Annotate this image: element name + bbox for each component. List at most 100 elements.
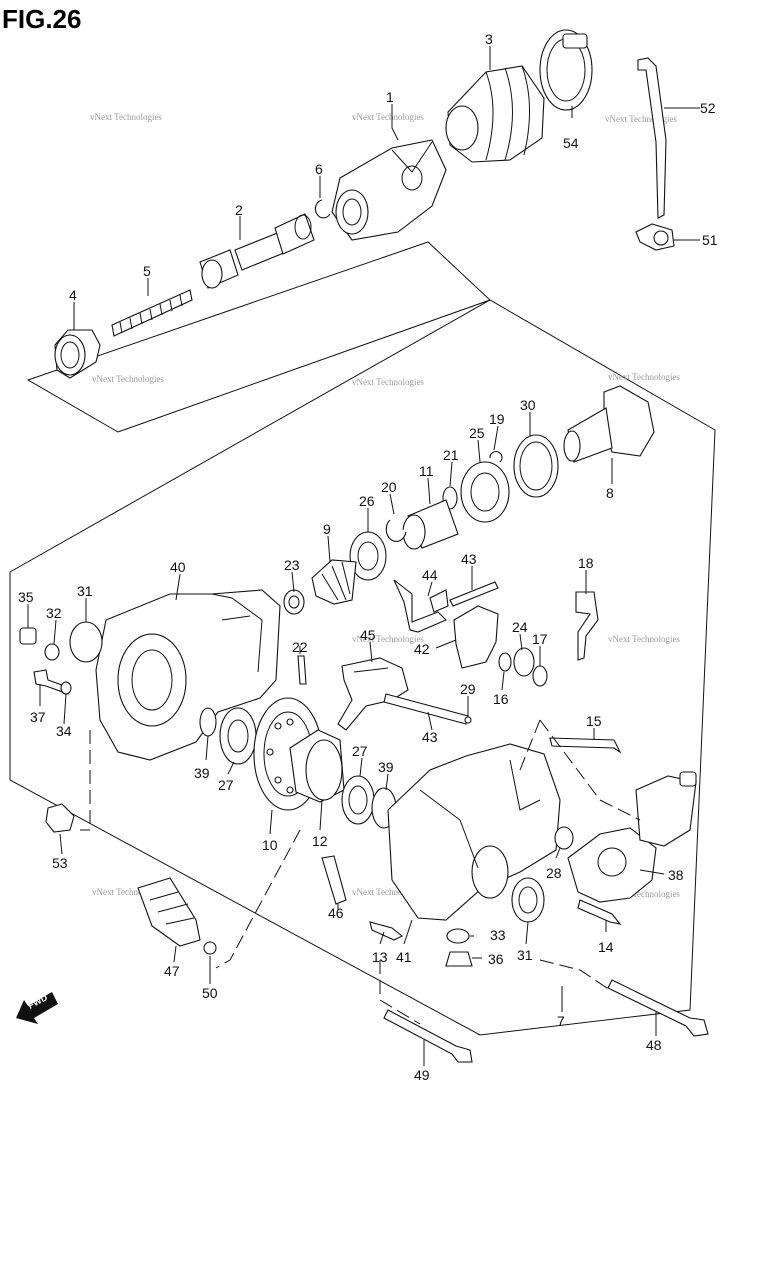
transfer-case-left-part <box>95 589 281 761</box>
callout-4: 4 <box>69 287 77 303</box>
shim-part <box>199 707 217 737</box>
callout-41: 41 <box>396 949 412 965</box>
callout-22: 22 <box>292 639 308 655</box>
watermark: vNext Technologies <box>352 377 424 387</box>
callout-3: 3 <box>485 31 493 47</box>
callout-53: 53 <box>52 855 68 871</box>
callout-18: 18 <box>578 555 594 571</box>
bolt-part <box>369 921 404 941</box>
circlip-part <box>385 519 407 542</box>
callout-9: 9 <box>323 521 331 537</box>
bearing-part <box>219 707 257 765</box>
callout-7: 7 <box>557 1013 565 1029</box>
watermark: vNext Technologies <box>92 374 164 384</box>
flange-nut-part <box>45 803 75 833</box>
bearing-holder-part <box>563 385 655 463</box>
callout-38: 38 <box>668 867 684 883</box>
callout-17: 17 <box>532 631 548 647</box>
callout-34: 34 <box>56 723 72 739</box>
clip-part <box>635 223 675 251</box>
callout-28: 28 <box>546 865 562 881</box>
callout-52: 52 <box>700 100 716 116</box>
callout-27: 27 <box>218 777 234 793</box>
callout-23: 23 <box>284 557 300 573</box>
small-circlip-part <box>489 451 503 463</box>
callout-12: 12 <box>312 833 328 849</box>
callout-33: 33 <box>490 927 506 943</box>
hose-clip-part <box>203 941 217 955</box>
callout-31: 31 <box>77 583 93 599</box>
watermark: vNext Technologies <box>90 112 162 122</box>
circlip-part <box>532 665 548 687</box>
watermark: vNext Technologies <box>352 112 424 122</box>
callout-54: 54 <box>563 135 579 151</box>
transfer-case-right-part <box>387 743 561 921</box>
callout-48: 48 <box>646 1037 662 1053</box>
callout-2: 2 <box>235 202 243 218</box>
callout-25: 25 <box>469 425 485 441</box>
oil-seal-part <box>69 621 103 663</box>
o-ring-part <box>554 826 574 850</box>
callout-39-b: 39 <box>378 759 394 775</box>
washer-part <box>44 643 60 661</box>
callout-32: 32 <box>46 605 62 621</box>
shift-fork-part <box>337 657 409 731</box>
callout-10: 10 <box>262 837 278 853</box>
callout-1: 1 <box>386 89 394 105</box>
callout-45: 45 <box>360 627 376 643</box>
boot-part <box>445 65 545 163</box>
pinion-gear-part <box>311 559 357 605</box>
callout-19: 19 <box>489 411 505 427</box>
callout-15: 15 <box>586 713 602 729</box>
bearing-part <box>341 775 375 825</box>
callout-24: 24 <box>512 619 528 635</box>
figure-title: FIG.26 <box>2 4 81 34</box>
callout-16: 16 <box>493 691 509 707</box>
main-assembly-outline <box>9 299 716 1036</box>
watermark: vNext Technologies <box>608 634 680 644</box>
seal-ring-part <box>513 647 535 677</box>
callout-26: 26 <box>359 493 375 509</box>
callout-numbers: 1 2 3 4 5 6 7 8 9 10 11 12 13 14 15 16 1… <box>18 31 718 1083</box>
shift-fork-part <box>393 579 449 633</box>
oil-seal-part <box>511 877 545 923</box>
dowel-pin-part <box>297 655 307 685</box>
callout-30: 30 <box>520 397 536 413</box>
bolt-part <box>577 899 622 925</box>
callout-11: 11 <box>419 463 434 479</box>
callout-27-b: 27 <box>352 743 368 759</box>
callout-40: 40 <box>170 559 186 575</box>
watermark: vNext Technologies <box>608 372 680 382</box>
drain-plug-part <box>445 951 473 967</box>
callout-43: 43 <box>461 551 477 567</box>
callout-49: 49 <box>414 1067 430 1083</box>
callout-46: 46 <box>328 905 344 921</box>
cable-tie-part <box>637 57 667 219</box>
actuator-motor-part <box>567 771 697 903</box>
callout-44: 44 <box>422 567 438 583</box>
dust-boot-part <box>137 877 201 947</box>
callout-37: 37 <box>30 709 46 725</box>
o-ring-part <box>498 652 512 672</box>
watermark: vNext Technologies <box>608 889 680 899</box>
leader-lines <box>27 46 700 1066</box>
watermark: vNext Technologies <box>352 634 424 644</box>
breather-hose-part <box>321 855 347 905</box>
bolt-part <box>383 1009 473 1063</box>
pin-part <box>464 716 472 724</box>
watermark: vNext Technologies <box>352 887 424 897</box>
callout-35: 35 <box>18 589 34 605</box>
callout-43-b: 43 <box>422 729 438 745</box>
callout-21: 21 <box>443 447 459 463</box>
needle-bearing-part <box>283 589 305 615</box>
washer-part <box>446 928 470 944</box>
snap-ring-part <box>513 434 559 498</box>
callout-6: 6 <box>315 161 323 177</box>
watermark: vNext Technologies <box>92 887 164 897</box>
spring-part <box>111 289 193 337</box>
bolt-part <box>549 737 622 754</box>
bearing-part <box>460 461 510 523</box>
watermark: vNext Technologies <box>605 114 677 124</box>
callout-13: 13 <box>372 949 388 965</box>
